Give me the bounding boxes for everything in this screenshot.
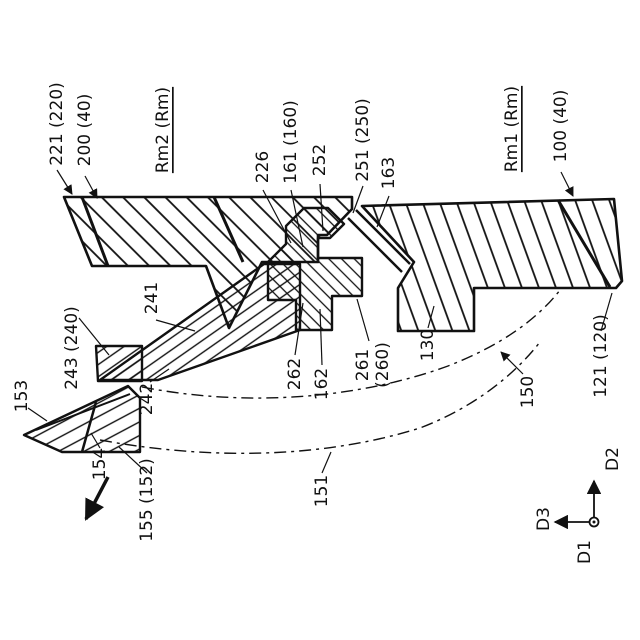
part-240-triangle xyxy=(94,262,302,383)
label-100-40: 100 (40) xyxy=(551,90,571,163)
label-154: 154 xyxy=(90,448,110,480)
label-121-120: 121 (120) xyxy=(591,314,611,398)
leader-121 xyxy=(600,292,613,332)
flow-line-151 xyxy=(99,341,541,455)
label-242: 242 xyxy=(137,383,157,415)
leader-261 xyxy=(356,298,370,342)
leader-153 xyxy=(27,407,48,422)
label-161-160-line1: 161 (160) xyxy=(281,100,301,184)
leader-242 xyxy=(149,368,170,383)
label-100-40-line1: 100 (40) xyxy=(551,90,571,163)
label-261-260-line1: 261 xyxy=(353,349,373,381)
label-251-250-line1: 251 (250) xyxy=(353,98,373,182)
label-226: 226 xyxy=(253,151,273,183)
leader-243 xyxy=(78,317,110,356)
label-243-240-line1: 243 (240) xyxy=(62,306,82,390)
label-151: 151 xyxy=(312,475,332,507)
leader-lines xyxy=(27,169,613,474)
part-221-edge-line xyxy=(80,196,110,267)
leader-262 xyxy=(294,302,304,356)
label-161-160: 161 (160) xyxy=(281,100,301,184)
label-243-240: 243 (240) xyxy=(62,306,82,390)
label-130-line1: 130 xyxy=(418,329,438,361)
part-163-strip-line xyxy=(347,217,403,273)
label-252-line1: 252 xyxy=(310,144,330,176)
axes xyxy=(553,479,602,530)
label-226-line1: 226 xyxy=(253,151,273,183)
leader-155 xyxy=(118,446,148,474)
label-261-260: 261(260) xyxy=(353,342,393,388)
label-252: 252 xyxy=(310,144,330,176)
part-243-block xyxy=(94,344,144,383)
leader-221 xyxy=(56,169,73,195)
part-100-body xyxy=(347,197,624,333)
leader-163 xyxy=(376,195,390,228)
flow-lines xyxy=(99,289,561,455)
leader-162 xyxy=(319,308,323,366)
label-axis-d1: D1 xyxy=(575,540,595,564)
label-242-line1: 242 xyxy=(137,383,157,415)
label-241: 241 xyxy=(142,282,162,314)
label-262: 262 xyxy=(285,358,305,390)
label-150: 150 xyxy=(518,376,538,408)
label-150-line1: 150 xyxy=(518,376,538,408)
label-262-line1: 262 xyxy=(285,358,305,390)
wedge-divider-line xyxy=(80,401,98,453)
label-130: 130 xyxy=(418,329,438,361)
label-261-260-line2: (260) xyxy=(373,342,393,388)
label-154-line1: 154 xyxy=(90,448,110,480)
label-200-40: 200 (40) xyxy=(75,94,95,167)
leader-151 xyxy=(321,451,332,474)
leader-226 xyxy=(262,189,292,244)
label-162: 162 xyxy=(312,368,332,400)
label-163: 163 xyxy=(379,157,399,189)
part-200-inner-line xyxy=(212,196,245,263)
leader-200 xyxy=(84,175,98,199)
label-rm1-rm: Rm1 (Rm) xyxy=(502,86,522,172)
label-241-line1: 241 xyxy=(142,282,162,314)
direction-arrow xyxy=(84,476,110,521)
leader-150 xyxy=(500,351,524,375)
axis-d1-origin-dot xyxy=(592,520,596,524)
leader-252 xyxy=(319,183,324,232)
label-rm2-rm: Rm2 (Rm) xyxy=(153,87,173,173)
label-121-120-line1: 121 (120) xyxy=(591,314,611,398)
leader-161 xyxy=(290,189,304,248)
label-221-220: 221 (220) xyxy=(47,82,67,166)
leader-154 xyxy=(90,432,101,449)
label-axis-d2: D2 xyxy=(603,447,623,471)
label-200-40-line1: 200 (40) xyxy=(75,94,95,167)
reference-labels: 221 (220) 200 (40) Rm2 (Rm) 226 161 (160) 252… xyxy=(12,82,623,564)
label-163-line1: 163 xyxy=(379,157,399,189)
label-rm1-rm-line1: Rm1 (Rm) xyxy=(502,86,522,172)
label-221-220-line1: 221 (220) xyxy=(47,82,67,166)
label-axis-d2-line1: D2 xyxy=(603,447,623,471)
leader-251 xyxy=(352,185,364,214)
label-rm2-rm-line1: Rm2 (Rm) xyxy=(153,87,173,173)
label-axis-d3: D3 xyxy=(534,507,554,531)
label-axis-d1-line1: D1 xyxy=(575,540,595,564)
label-axis-d3-line1: D3 xyxy=(534,507,554,531)
part-121-edge-line xyxy=(556,199,612,288)
label-153: 153 xyxy=(12,380,32,412)
leader-241 xyxy=(155,319,196,332)
label-151-line1: 151 xyxy=(312,475,332,507)
wedge-layer-line xyxy=(35,393,131,431)
leader-100 xyxy=(560,171,574,197)
label-251-250: 251 (250) xyxy=(353,98,373,182)
label-153-line1: 153 xyxy=(12,380,32,412)
flow-line-150 xyxy=(141,289,561,399)
part-251-strip-line xyxy=(355,209,411,265)
label-155-152-line1: 155 (152) xyxy=(137,458,157,542)
label-162-line1: 162 xyxy=(312,368,332,400)
part-152-wedge xyxy=(22,384,142,454)
leader-130 xyxy=(427,305,435,329)
label-155-152: 155 (152) xyxy=(137,458,157,542)
